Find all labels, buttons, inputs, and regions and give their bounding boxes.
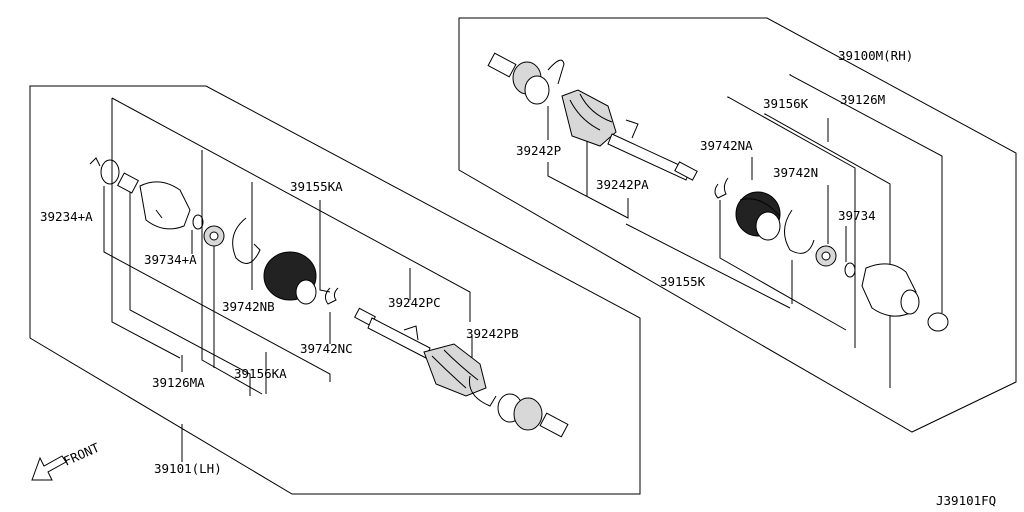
label-39126m: 39126M [840,92,885,107]
rh-tripod [815,245,837,267]
label-39242pc: 39242PC [388,295,441,310]
lh-snap-ring [89,157,120,185]
arrow-down-left-icon [31,455,67,481]
rh-inner-boot [735,191,781,241]
lh-frame-3 [201,150,263,395]
diagram-code: J39101FQ [936,493,996,508]
rh-outer-boot [561,89,617,147]
lh-leader-bracket [103,186,331,382]
rh-frame-3 [789,74,943,313]
lh-panel-outline [29,85,641,495]
rh-frame-1 [727,96,856,348]
label-39242p: 39242P [516,143,561,158]
rh-clamp-742na [714,177,729,199]
lh-leader-126ma [129,188,251,396]
lh-panel: 39155KA 39234+A 39734+A 39742NB 39242PC … [29,85,641,495]
label-39126ma: 39126MA [152,375,205,390]
lh-clamp-742nc [324,287,339,305]
label-39734: 39734 [838,208,876,223]
lh-tripod [203,225,225,247]
rh-clamp-742n [784,209,815,254]
lh-shaft [354,307,431,359]
rh-leader-bracket-242 [547,162,629,219]
front-label: FRONT [61,440,102,469]
lh-outer-cv-joint [468,375,569,438]
label-rh-assembly: 39100M(RH) [838,48,913,63]
rh-leader-155k-c [625,223,791,309]
lh-frame-1 [111,97,471,322]
rh-shaft [607,119,698,181]
label-39156k: 39156K [763,96,809,111]
lh-clamp-742nb [232,217,261,264]
label-39155k: 39155K [660,274,706,289]
label-39156ka: 39156KA [234,366,287,381]
label-39742nc: 39742NC [300,341,353,356]
label-39242pb: 39242PB [466,326,519,341]
label-39742na: 39742NA [700,138,753,153]
rh-leader-155k-a [719,200,847,331]
label-39155ka: 39155KA [290,179,343,194]
rh-snap-ring [844,262,856,278]
rh-outer-cv-joint [487,52,565,105]
rh-panel-outline [458,17,1017,433]
label-39742n: 39742N [773,165,818,180]
label-lh-assembly: 39101(LH) [154,461,222,476]
lh-inner-housing [116,172,191,230]
rh-panel: 39100M(RH) 39156K 39126M 39242P 39742NA … [458,17,1017,433]
lh-ring-734a [192,214,204,230]
lh-leader-155ka [319,200,331,293]
label-39242pa: 39242PA [596,177,649,192]
label-39742nb: 39742NB [222,299,275,314]
lh-frame-2 [111,98,181,359]
lh-inner-boot [263,251,317,305]
label-39234a: 39234+A [40,209,93,224]
rh-inner-housing [861,263,949,332]
lh-outer-boot [423,343,487,397]
label-39734a: 39734+A [144,252,197,267]
front-indicator: FRONT [31,440,102,481]
